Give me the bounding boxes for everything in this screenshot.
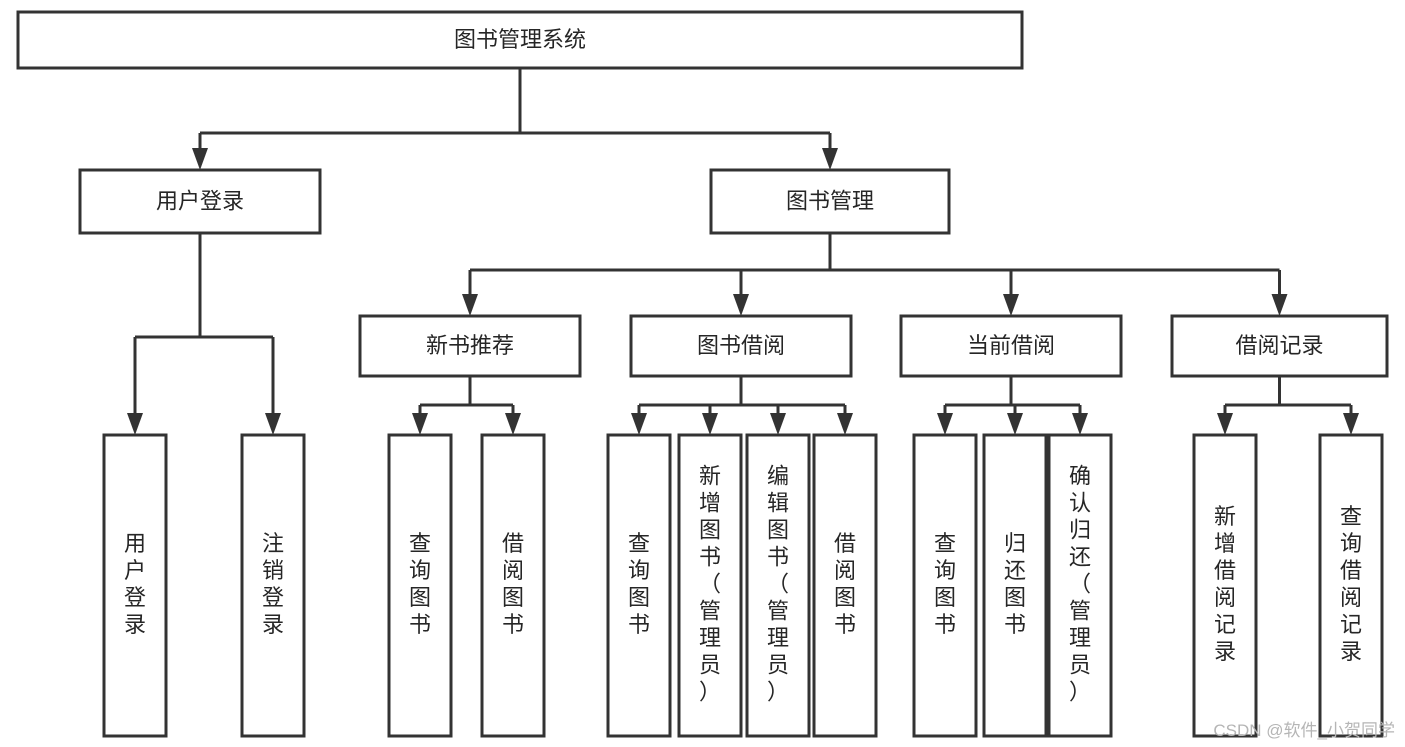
- arrow-head-icon: [937, 413, 953, 435]
- node-box-leaf-add-book[interactable]: [677, 433, 743, 738]
- node-box-root[interactable]: [16, 10, 1024, 70]
- node-box-book-manage[interactable]: [709, 168, 951, 235]
- node-box-leaf-borrow-book-2[interactable]: [812, 433, 878, 738]
- arrow-head-icon: [265, 413, 281, 435]
- arrow-head-icon: [770, 413, 786, 435]
- node-leaf-query-book-1[interactable]: 查询图书: [387, 433, 453, 738]
- node-box-leaf-borrow-book-1[interactable]: [480, 433, 546, 738]
- arrow-head-icon: [462, 294, 478, 316]
- node-label-current-borrow: 当前借阅: [967, 333, 1055, 358]
- node-label-leaf-query-book-3: 查询图书: [934, 531, 956, 637]
- node-leaf-query-book-2[interactable]: 查询图书: [606, 433, 672, 738]
- node-book-manage[interactable]: 图书管理: [709, 168, 951, 235]
- node-leaf-borrow-book-2[interactable]: 借阅图书: [812, 433, 878, 738]
- node-label-root: 图书管理系统: [454, 27, 586, 52]
- node-box-leaf-edit-book[interactable]: [745, 433, 811, 738]
- node-user-login[interactable]: 用户登录: [78, 168, 322, 235]
- node-box-leaf-query-book-2[interactable]: [606, 433, 672, 738]
- node-box-leaf-confirm-return[interactable]: [1047, 433, 1113, 738]
- arrow-head-icon: [1217, 413, 1233, 435]
- node-label-book-borrow: 图书借阅: [697, 333, 785, 358]
- arrow-head-icon: [1003, 294, 1019, 316]
- node-label-leaf-user-login: 用户登录: [124, 531, 146, 637]
- node-label-new-book-recommend: 新书推荐: [426, 333, 514, 358]
- arrow-head-icon: [631, 413, 647, 435]
- node-leaf-return-book[interactable]: 归还图书: [982, 433, 1048, 738]
- node-label-leaf-query-book-2: 查询图书: [628, 531, 650, 637]
- edge-group-user-login: [127, 233, 281, 435]
- node-book-borrow[interactable]: 图书借阅: [629, 314, 853, 378]
- node-label-leaf-edit-book: 编辑图书（管理员）: [767, 463, 789, 704]
- node-label-borrow-record: 借阅记录: [1235, 333, 1323, 358]
- node-label-leaf-query-book-1: 查询图书: [409, 531, 431, 637]
- arrow-head-icon: [412, 413, 428, 435]
- arrow-head-icon: [1271, 294, 1288, 316]
- arrow-head-icon: [702, 413, 718, 435]
- node-box-leaf-query-book-1[interactable]: [387, 433, 453, 738]
- node-box-leaf-return-book[interactable]: [982, 433, 1048, 738]
- edge-group-borrow-record: [1217, 376, 1359, 435]
- node-box-leaf-add-borrow-record[interactable]: [1192, 433, 1258, 738]
- node-leaf-edit-book[interactable]: 编辑图书（管理员）: [745, 433, 811, 738]
- node-leaf-query-book-3[interactable]: 查询图书: [912, 433, 978, 738]
- edge-group-current-borrow: [937, 376, 1088, 435]
- node-label-leaf-return-book: 归还图书: [1004, 531, 1026, 637]
- node-label-user-login: 用户登录: [156, 188, 244, 213]
- node-leaf-confirm-return[interactable]: 确认归还（管理员）: [1047, 433, 1113, 738]
- node-leaf-query-borrow-record[interactable]: 查询借阅记录: [1318, 433, 1384, 738]
- node-leaf-borrow-book-1[interactable]: 借阅图书: [480, 433, 546, 738]
- arrow-head-icon: [733, 294, 749, 316]
- node-box-current-borrow[interactable]: [899, 314, 1123, 378]
- node-leaf-user-logout[interactable]: 注销登录: [240, 433, 306, 738]
- arrow-head-icon: [192, 148, 208, 170]
- arrow-head-icon: [1343, 413, 1359, 435]
- arrow-head-icon: [837, 413, 853, 435]
- node-box-leaf-user-logout[interactable]: [240, 433, 306, 738]
- node-box-book-borrow[interactable]: [629, 314, 853, 378]
- node-leaf-add-borrow-record[interactable]: 新增借阅记录: [1192, 433, 1258, 738]
- arrow-head-icon: [505, 413, 521, 435]
- node-label-leaf-add-borrow-record: 新增借阅记录: [1214, 504, 1236, 664]
- node-leaf-add-book[interactable]: 新增图书（管理员）: [677, 433, 743, 738]
- node-label-leaf-user-logout: 注销登录: [262, 531, 284, 637]
- node-box-new-book-recommend[interactable]: [358, 314, 582, 378]
- node-leaf-user-login[interactable]: 用户登录: [102, 433, 168, 738]
- node-box-borrow-record[interactable]: [1170, 314, 1389, 378]
- node-current-borrow[interactable]: 当前借阅: [899, 314, 1123, 378]
- edge-group-new-book-recommend: [412, 376, 521, 435]
- edge-group-book-manage: [462, 233, 1288, 316]
- node-label-book-manage: 图书管理: [786, 188, 874, 213]
- node-box-leaf-query-borrow-record[interactable]: [1318, 433, 1384, 738]
- edge-group-book-borrow: [631, 376, 853, 435]
- arrow-head-icon: [1007, 413, 1023, 435]
- node-label-leaf-confirm-return: 确认归还（管理员）: [1069, 463, 1091, 704]
- node-label-leaf-borrow-book-1: 借阅图书: [502, 531, 524, 637]
- arrow-head-icon: [1072, 413, 1088, 435]
- node-box-user-login[interactable]: [78, 168, 322, 235]
- node-label-leaf-add-book: 新增图书（管理员）: [699, 463, 721, 704]
- node-box-leaf-user-login[interactable]: [102, 433, 168, 738]
- arrow-head-icon: [127, 413, 143, 435]
- node-label-leaf-query-borrow-record: 查询借阅记录: [1340, 504, 1362, 664]
- node-label-leaf-borrow-book-2: 借阅图书: [834, 531, 856, 637]
- node-box-leaf-query-book-3[interactable]: [912, 433, 978, 738]
- edge-group-root: [192, 68, 838, 170]
- arrow-head-icon: [822, 148, 838, 170]
- node-borrow-record[interactable]: 借阅记录: [1170, 314, 1389, 378]
- node-new-book-recommend[interactable]: 新书推荐: [358, 314, 582, 378]
- node-root[interactable]: 图书管理系统: [16, 10, 1024, 70]
